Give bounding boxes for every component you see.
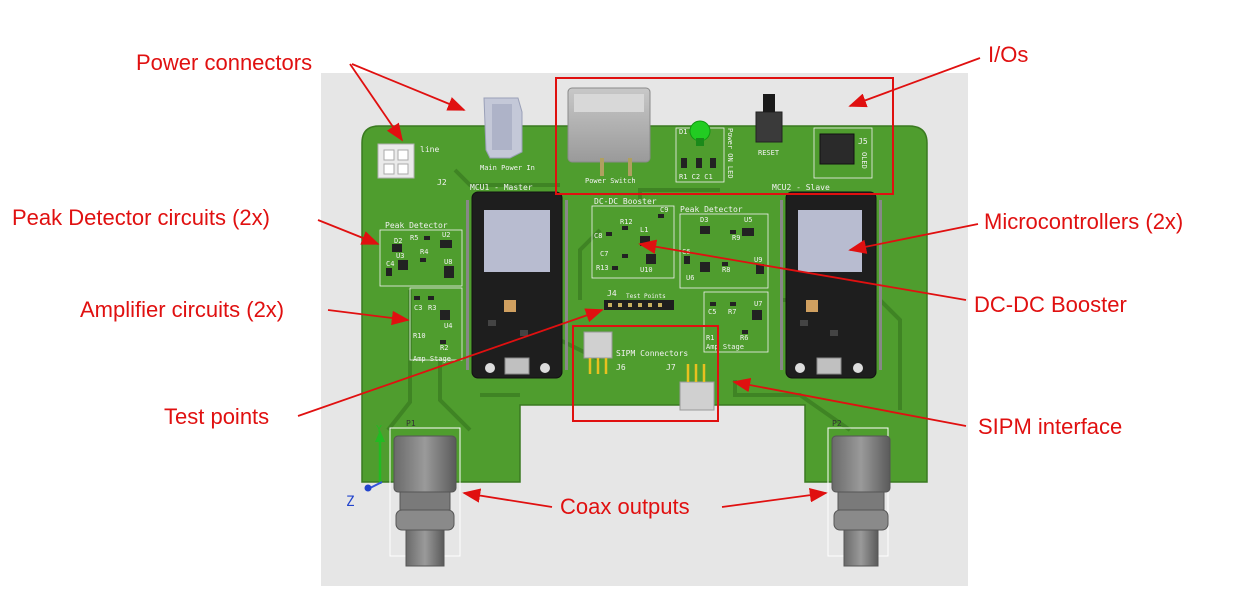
callout-power-connectors: Power connectors: [136, 50, 313, 75]
ref-right-0: D3: [700, 216, 708, 224]
amp-stage-left-block: [409, 287, 463, 361]
amp-stage-right-block: [703, 291, 769, 353]
arrow-amplifier: [327, 309, 410, 326]
sipm-connector-j6: [583, 331, 613, 359]
ref-right-8: R7: [728, 308, 736, 316]
label-dcdc-booster: DC-DC Booster: [594, 197, 657, 206]
callout-peak-detector: Peak Detector circuits (2x): [12, 205, 270, 230]
ref-right-4: U6: [686, 274, 694, 282]
label-amp-stage-left: Amp Stage: [413, 355, 451, 363]
ref-dcdc-0: R12: [620, 218, 633, 226]
ref-right-7: C5: [708, 308, 716, 316]
label-test-points: Test Points: [626, 293, 666, 300]
label-power-on-led: Power ON LED: [726, 128, 734, 179]
label-d1: D1: [679, 128, 687, 136]
arrow-dcdc: [638, 239, 967, 301]
ref-left-6: U8: [444, 258, 452, 266]
ref-left-7: C3: [414, 304, 422, 312]
arrow-coax-left: [462, 488, 553, 508]
peak-detector-left-block: [379, 229, 463, 287]
ref-left-11: R2: [440, 344, 448, 352]
ref-left-0: R5: [410, 234, 418, 242]
sipm-box: [572, 325, 719, 422]
ref-left-5: C4: [386, 260, 394, 268]
label-peak-detector-right: Peak Detector: [680, 205, 743, 214]
refs-dcdc-group: R12 C9 C8 L1 C7 R13 U10: [594, 206, 668, 274]
oled-header-j5: [819, 133, 855, 165]
callout-dcdc: DC-DC Booster: [974, 292, 1127, 317]
arrow-sipm: [732, 377, 967, 427]
ref-right-1: U5: [744, 216, 752, 224]
arrow-coax-right: [721, 488, 828, 508]
label-axis-z: Z: [346, 494, 354, 510]
label-j7: J7: [666, 363, 676, 372]
ref-left-2: U2: [442, 231, 450, 239]
arrow-ios: [848, 57, 981, 108]
ref-left-10: R10: [413, 332, 426, 340]
label-j5: J5: [858, 137, 868, 146]
refs-left-group: R5 D2 U2 R4 U3 C4 U8 C3 R3 U4 R10 R2: [386, 231, 452, 352]
ref-right-6: U9: [754, 256, 762, 264]
j2-connector: [377, 143, 415, 179]
label-j4: J4: [607, 289, 617, 298]
arrow-test-points: [297, 308, 604, 417]
label-j2: J2: [437, 178, 447, 187]
ref-right-11: R6: [740, 334, 748, 342]
ref-dcdc-2: C8: [594, 232, 602, 240]
coax-connector-p2: [831, 435, 891, 567]
label-j6: J6: [616, 363, 626, 372]
ref-dcdc-5: R13: [596, 264, 609, 272]
coax-connector-p1: [393, 435, 457, 567]
ref-dcdc-1: C9: [660, 206, 668, 214]
label-oled: OLED: [860, 152, 868, 169]
label-r1c2c1: R1 C2 C1: [679, 173, 713, 181]
ref-left-4: U3: [396, 252, 404, 260]
label-mcu1: MCU1 - Master: [470, 183, 533, 192]
ref-right-5: R8: [722, 266, 730, 274]
ref-right-2: R9: [732, 234, 740, 242]
label-p2: P2: [832, 419, 842, 428]
callout-ios: I/Os: [988, 42, 1029, 67]
reset-button: [755, 111, 783, 143]
ref-left-3: R4: [420, 248, 428, 256]
ref-left-8: R3: [428, 304, 436, 312]
arrow-power-jack: [351, 63, 466, 111]
label-reset: RESET: [758, 149, 780, 157]
callout-amplifier: Amplifier circuits (2x): [80, 297, 285, 322]
annotation-arrows: [297, 57, 981, 508]
arrow-peak-detector: [317, 219, 380, 245]
label-axis-y: Y: [376, 424, 382, 435]
callout-coax: Coax outputs: [560, 494, 690, 519]
ref-right-10: R1: [706, 334, 714, 342]
ref-dcdc-4: C7: [600, 250, 608, 258]
ref-left-1: D2: [394, 237, 402, 245]
ref-dcdc-3: L1: [640, 226, 648, 234]
callout-sipm: SIPM interface: [978, 414, 1123, 439]
ios-box: [555, 77, 894, 195]
ref-dcdc-6: U10: [640, 266, 653, 274]
axis-triad: Y Z: [346, 424, 385, 510]
callout-microcontrollers: Microcontrollers (2x): [984, 209, 1184, 234]
arrow-microcontrollers: [848, 223, 979, 254]
ref-left-9: U4: [444, 322, 452, 330]
label-power-switch: Power Switch: [585, 177, 636, 185]
label-p1: P1: [406, 419, 416, 428]
ref-right-9: U7: [754, 300, 762, 308]
dcdc-booster-block: [591, 205, 675, 279]
label-main-power: Main Power In: [480, 164, 535, 172]
label-peak-detector-left: Peak Detector: [385, 221, 448, 230]
sipm-connector-j7: [679, 381, 715, 411]
label-mcu2: MCU2 - Slave: [772, 183, 830, 192]
label-amp-stage-right: Amp Stage: [706, 343, 744, 351]
label-j2-line: line: [420, 145, 439, 154]
label-sipm-connectors: SIPM Connectors: [616, 349, 688, 358]
callout-test-points: Test points: [164, 404, 270, 429]
arrow-power-j2: [349, 63, 404, 142]
